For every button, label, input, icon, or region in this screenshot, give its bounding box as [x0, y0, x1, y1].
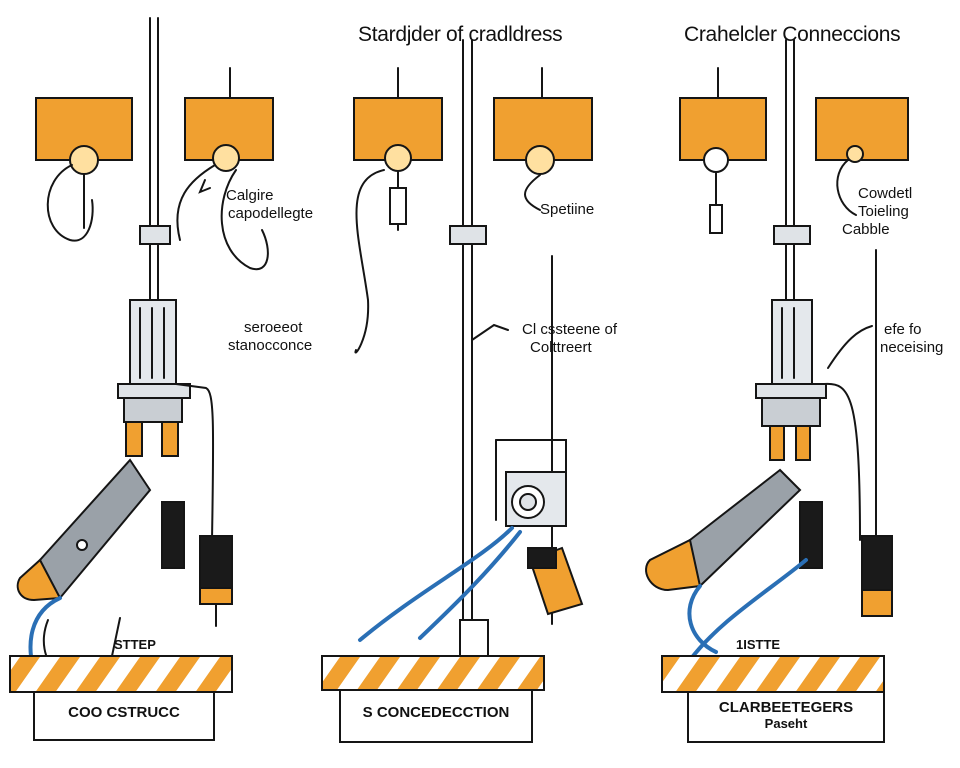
annotation-right-top-3: Cabble	[842, 221, 890, 238]
hazard-stripe-base-icon	[661, 655, 885, 693]
step-label-left: STTEP	[114, 637, 156, 652]
bulb-icon	[703, 147, 729, 173]
base-label-right-1: CLARBEETEGERS	[718, 699, 854, 716]
annotation-left-mid-2: stanocconce	[228, 337, 313, 354]
center-title: Stardjder of cradldress	[358, 23, 563, 46]
annotation-left-mid-1: seroeeot	[244, 319, 303, 336]
bulb-icon	[212, 144, 240, 172]
annotation-left-top-2: capodellegte	[228, 205, 314, 222]
annotation-center-mid-1: Cl cssteene of	[522, 321, 618, 338]
base-label-left: COO CSTRUCC	[68, 704, 180, 721]
cable-clamp-icon	[139, 225, 171, 245]
hazard-stripe-base-icon	[9, 655, 233, 693]
cable-clamp-icon	[449, 225, 487, 245]
cable-clamp-icon	[773, 225, 811, 245]
bulb-icon	[384, 144, 412, 172]
annotation-right-mid-2: neceising	[880, 339, 944, 356]
bulb-icon	[846, 145, 864, 163]
annotation-left-top-1: Calgire	[226, 187, 274, 204]
annotation-right-top-2: Toieling	[858, 203, 909, 220]
annotation-center-top: Spetiine	[540, 201, 595, 218]
bulb-icon	[525, 145, 555, 175]
bulb-icon	[69, 145, 99, 175]
annotation-right-mid-1: efe fo	[884, 321, 922, 338]
hazard-stripe-base-icon	[321, 655, 545, 691]
annotation-right-top-1: Cowdetl	[858, 185, 913, 202]
right-title: Crahelcler Conneccions	[684, 23, 901, 46]
left-panel	[9, 17, 274, 741]
base-label-right-2: Paseht	[764, 716, 808, 731]
step-label-right: 1ISTTE	[736, 637, 781, 652]
annotation-center-mid-2: Colttreert	[530, 339, 592, 356]
center-panel	[321, 39, 593, 743]
right-panel	[645, 39, 909, 743]
base-label-center: S CONCEDECCTION	[362, 704, 510, 721]
